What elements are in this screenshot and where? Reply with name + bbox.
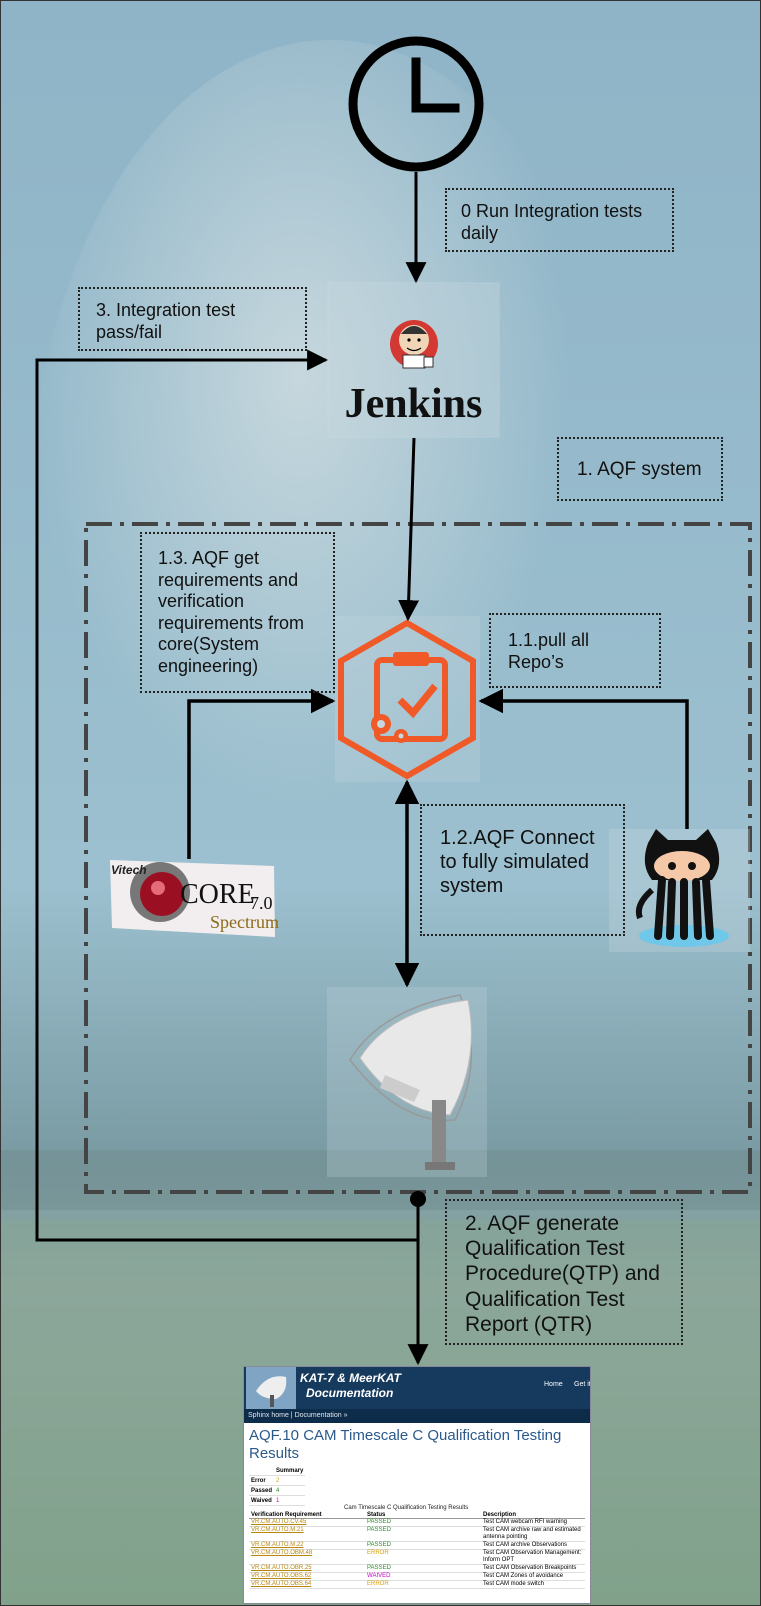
summary-value: 1 [274, 1495, 306, 1506]
summary-value: 4 [274, 1485, 306, 1496]
summary-row: Waived 1 [249, 1495, 306, 1506]
status-badge: ERROR [365, 1549, 481, 1565]
core-brand: Vitech [111, 863, 147, 877]
status-badge: WAIVED [365, 1572, 481, 1581]
status-badge: PASSED [365, 1526, 481, 1542]
description-cell: Test CAM archive raw and estimated anten… [481, 1526, 585, 1542]
requirement-link[interactable]: VR.CM.AUTO.OBS.64 [249, 1580, 365, 1589]
requirement-link[interactable]: VR.CM.AUTO.OBM.48 [249, 1549, 365, 1565]
description-cell: Test CAM archive Observations [481, 1541, 585, 1550]
requirement-link[interactable]: VR.CM.AUTO.M.22 [249, 1541, 365, 1550]
note-pass-fail: 3. Integration test pass/fail [78, 287, 307, 351]
requirement-link[interactable]: VR.CM.AUTO.CV.45 [249, 1518, 365, 1527]
core-logo: Vitech CORE 7.0 Spectrum [110, 860, 279, 937]
arrow-github-to-aqf [478, 688, 689, 829]
jenkins-logo [327, 282, 500, 438]
note-connect-sim: 1.2.AQF Connect to fully simulated syste… [420, 804, 625, 936]
doc-nav-get[interactable]: Get it [574, 1381, 591, 1388]
doc-header: KAT-7 & MeerKAT Documentation Home Get i… [244, 1367, 590, 1409]
core-version: 7.0 [250, 893, 273, 913]
note-get-requirements: 1.3. AQF get requirements and verificati… [140, 532, 335, 693]
telescope-dish-image [327, 987, 487, 1177]
description-cell: Test CAM Observation Breakpoints [481, 1564, 585, 1573]
note-aqf-system: 1. AQF system [557, 437, 723, 501]
doc-title-line1: KAT-7 & MeerKAT [300, 1371, 401, 1385]
column-header: Description [481, 1512, 585, 1519]
status-badge: PASSED [365, 1518, 481, 1527]
description-cell: Test CAM Observation Management: Inform … [481, 1549, 585, 1565]
requirement-link[interactable]: VR.CM.AUTO.M.21 [249, 1526, 365, 1542]
dish-thumbnail-icon [246, 1367, 296, 1409]
note-pull-repos: 1.1.pull all Repo’s [489, 613, 661, 688]
clock-icon [348, 36, 484, 172]
results-table: Verification Requirement Status Descript… [249, 1512, 585, 1589]
doc-breadcrumb[interactable]: Sphinx home | Documentation » [244, 1409, 590, 1423]
core-sub: Spectrum [210, 912, 279, 932]
core-name: CORE [180, 879, 255, 910]
description-cell: Test CAM Zones of avoidance [481, 1572, 585, 1581]
github-octocat-icon [609, 829, 750, 952]
summary-header: Summary [274, 1466, 306, 1476]
summary-value: 2 [274, 1475, 306, 1486]
requirement-link[interactable]: VR.CM.AUTO.OBS.62 [249, 1572, 365, 1581]
arrow-jenkins-to-aqf [398, 437, 420, 622]
requirement-link[interactable]: VR.CM.AUTO.OBR.25 [249, 1564, 365, 1573]
arrow-core-to-aqf [187, 688, 336, 859]
status-badge: PASSED [365, 1541, 481, 1550]
arrow-feedback-to-jenkins [35, 349, 418, 1242]
status-badge: PASSED [365, 1564, 481, 1573]
summary-row: Passed 4 [249, 1485, 306, 1496]
description-cell: Test CAM webcam RFI warning [481, 1518, 585, 1527]
column-header: Status [365, 1512, 481, 1519]
aqf-logo [335, 616, 480, 782]
note-run-daily: 0 Run Integration tests daily [445, 188, 674, 252]
status-badge: ERROR [365, 1580, 481, 1589]
column-header: Verification Requirement [249, 1512, 365, 1519]
jenkins-label: Jenkins [344, 381, 483, 427]
doc-heading: AQF.10 CAM Timescale C Qualification Tes… [249, 1427, 562, 1462]
qualification-report-document: KAT-7 & MeerKAT Documentation Home Get i… [243, 1366, 591, 1604]
doc-nav-home[interactable]: Home [544, 1381, 563, 1388]
summary-table: Summary Error 2 Passed 4 Waived 1 [249, 1466, 306, 1506]
description-cell: Test CAM mode switch [481, 1580, 585, 1589]
summary-row: Error 2 [249, 1475, 306, 1486]
results-table-caption: Cam Timescale C Qualification Testing Re… [344, 1505, 469, 1511]
note-generate-qtp: 2. AQF generate Qualification Test Proce… [445, 1199, 683, 1345]
doc-title-line2: Documentation [306, 1386, 394, 1400]
